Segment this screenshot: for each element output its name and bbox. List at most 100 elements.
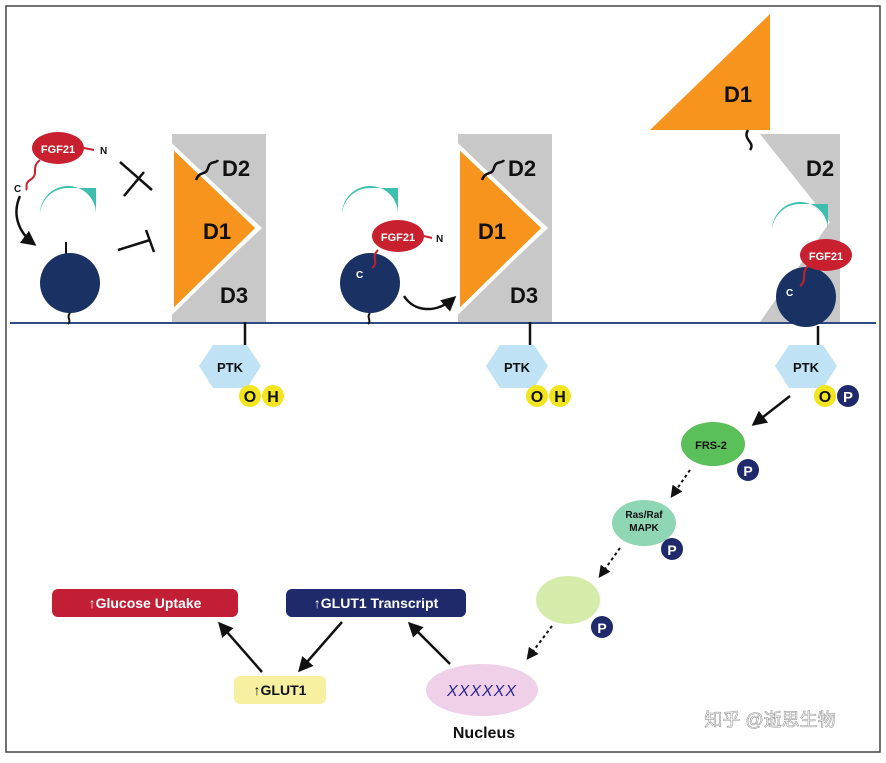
oh-circle-h: [262, 385, 284, 407]
receptor-anchor: [367, 312, 371, 325]
autoinhibitory-linker: [194, 159, 220, 181]
dna-strand: XXXXXX: [446, 683, 517, 700]
d3-label: D3: [220, 283, 248, 308]
klb-coreceptor: [342, 186, 398, 214]
ptk-domain: [775, 345, 837, 388]
glut1-box: [234, 676, 326, 704]
effector-phosphate: [591, 616, 613, 638]
o-circle: [814, 385, 836, 407]
c-terminus-label: C: [786, 288, 793, 299]
binding-arrow: [15, 195, 37, 246]
inhibition-bar-top: [119, 161, 153, 197]
glut1-transcript-box: [286, 589, 466, 617]
d2-label: D2: [222, 156, 250, 181]
d1-label: D1: [478, 219, 506, 244]
p-label: P: [667, 542, 676, 558]
h-label: H: [267, 389, 279, 406]
fgf21-ligand: [372, 220, 424, 252]
arrow-frs2-to-mapk: [670, 469, 691, 498]
linker: [745, 129, 753, 151]
autoinhibitory-linker: [480, 159, 506, 181]
ptk-label: PTK: [504, 360, 531, 375]
signaling-cascade: FRS-2 P Ras/Raf MAPK P P: [526, 395, 791, 660]
watermark: 知乎 @逝思生物: [704, 710, 835, 730]
receptor-extracellular: [776, 267, 836, 327]
klb-label: KLB: [54, 210, 79, 224]
n-tail: [423, 235, 433, 239]
c-terminus-label: C: [14, 184, 21, 195]
fgf21-ligand: [800, 239, 852, 271]
d2-label: D2: [508, 156, 536, 181]
ptk-label: PTK: [217, 360, 244, 375]
fgf21-label: FGF21: [381, 232, 415, 244]
mapk-label: MAPK: [629, 523, 659, 534]
arrow-nucleus-to-transcript: [407, 621, 451, 665]
d1-domain-released: [650, 14, 770, 130]
oh-circle-o: [526, 385, 548, 407]
c-terminus-label: C: [356, 270, 363, 281]
klb-label: KLB: [356, 210, 381, 224]
d1-label: D1: [724, 82, 752, 107]
ptk-domain: [486, 345, 548, 388]
fgf21-label: FGF21: [809, 251, 843, 263]
nucleus: [426, 664, 538, 716]
ptk-label: PTK: [793, 360, 820, 375]
n-terminus-label: N: [100, 146, 107, 157]
klb-coreceptor: [40, 186, 96, 214]
glut1-label: ↑GLUT1: [254, 682, 307, 698]
mapk-phosphate: [661, 538, 683, 560]
receptor-extracellular: [40, 253, 100, 313]
panel-active-receptor: D1 D2 KLB FGF21 C PTK O P: [650, 14, 859, 407]
figure-frame: [5, 5, 881, 753]
p-label: P: [843, 389, 853, 406]
d1-label: D1: [203, 219, 231, 244]
glucose-uptake-box: [52, 589, 238, 617]
nucleus-and-outcomes: XXXXXX Nucleus ↑GLUT1 Transcript ↑Glucos…: [52, 589, 538, 742]
receptor-extracellular: [340, 253, 400, 313]
c-tail: [799, 265, 809, 287]
n-terminus-label: N: [436, 234, 443, 245]
effector-node: [536, 576, 600, 624]
arrow-ptk-to-frs2: [751, 395, 791, 426]
glucose-uptake-label: ↑Glucose Uptake: [89, 595, 202, 611]
arrow-glut1-to-uptake: [218, 621, 263, 673]
ras-raf-mapk-node: [612, 500, 676, 546]
fgf21-label: FGF21: [41, 144, 75, 156]
o-label: O: [244, 389, 256, 406]
d3-label: D3: [510, 283, 538, 308]
d2-label: D2: [806, 156, 834, 181]
ptk-domain: [199, 345, 261, 388]
frs2-node: [681, 422, 745, 466]
inhibition-bar-bottom: [117, 229, 156, 253]
p-label: P: [743, 463, 752, 479]
glut1-transcript-label: ↑GLUT1 Transcript: [314, 595, 439, 611]
oh-circle-o: [239, 385, 261, 407]
frs2-phosphate: [737, 459, 759, 481]
d1-domain: [170, 141, 261, 317]
c-tail: [371, 249, 379, 269]
panel-ligand-bound: D1 D2 D3 PTK O H KLB FGF21 N C: [340, 134, 571, 407]
nucleus-label: Nucleus: [453, 725, 515, 742]
receptor-block: [172, 134, 266, 322]
fgf21-ligand: [32, 132, 84, 164]
klb-label: KLB: [788, 226, 813, 240]
arrow-effector-to-nucleus: [526, 625, 553, 660]
frs2-label: FRS-2: [695, 440, 727, 452]
h-label: H: [554, 389, 566, 406]
n-tail: [83, 147, 95, 151]
panel-inactive-receptor: D1 D2 D3 PTK O H FGF21 N C KLB: [14, 132, 284, 407]
o-label: O: [819, 389, 831, 406]
p-label: P: [597, 620, 606, 636]
d1-domain: [456, 141, 547, 317]
o-label: O: [531, 389, 543, 406]
receptor-anchor: [67, 312, 71, 325]
conformational-arrow: [402, 295, 457, 312]
ras-raf-label: Ras/Raf: [625, 510, 663, 521]
phosphate-circle: [837, 385, 859, 407]
oh-circle-h: [549, 385, 571, 407]
arrow-transcript-to-glut1: [298, 621, 343, 673]
receptor-block: [458, 134, 552, 322]
c-tail: [25, 159, 41, 191]
